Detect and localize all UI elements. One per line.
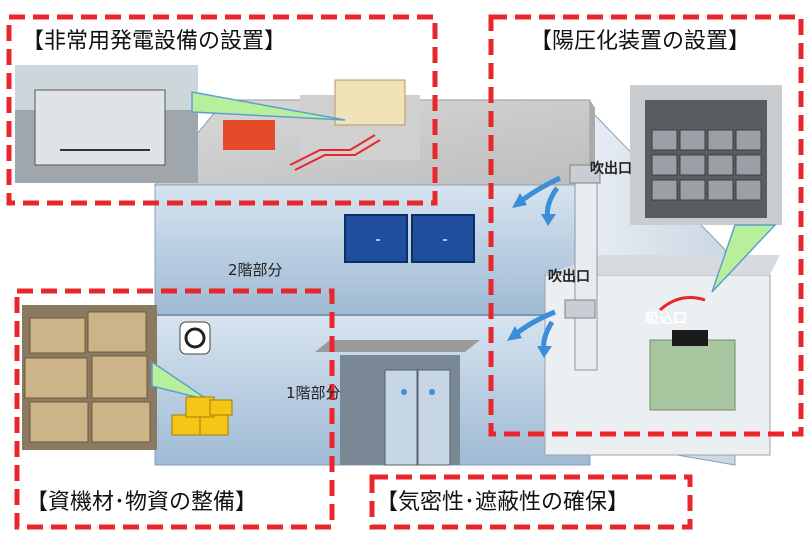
window-2f-right bbox=[411, 214, 475, 263]
entrance-door-right bbox=[417, 369, 451, 466]
frame-airtight bbox=[369, 474, 693, 530]
entrance-door-left bbox=[384, 369, 418, 466]
frame-materials bbox=[14, 288, 335, 530]
duct-outlet-upper bbox=[569, 164, 601, 184]
label-pressurizer: 【陽圧化装置の設置】 bbox=[530, 29, 751, 54]
label-inlet: 吸込口 bbox=[645, 311, 687, 327]
wall-fan bbox=[179, 321, 211, 355]
label-generator: 【非常用発電設備の設置】 bbox=[22, 29, 287, 54]
duct-outlet-lower bbox=[564, 299, 596, 319]
callout-generator bbox=[191, 91, 346, 121]
label-floor-2: 2階部分 bbox=[228, 261, 283, 279]
callout-pressurizer bbox=[711, 224, 777, 293]
label-floor-1: 1階部分 bbox=[286, 384, 341, 402]
filter-unit bbox=[649, 339, 736, 411]
label-outlet-upper: 吹出口 bbox=[590, 161, 632, 177]
generator-panel bbox=[223, 120, 275, 150]
inlet-vent bbox=[672, 330, 708, 346]
entrance-canopy bbox=[315, 340, 480, 352]
yellow-crates bbox=[171, 396, 233, 436]
label-materials: 【資機材･物資の整備】 bbox=[22, 490, 262, 516]
generator-unit bbox=[334, 79, 406, 126]
label-airtight: 【気密性･遮蔽性の確保】 bbox=[376, 490, 630, 515]
window-2f-left bbox=[344, 214, 408, 263]
label-outlet-lower: 吹出口 bbox=[548, 269, 590, 285]
frame-pressurizer bbox=[488, 14, 804, 437]
frame-generator bbox=[6, 14, 438, 206]
callout-materials bbox=[151, 360, 209, 401]
